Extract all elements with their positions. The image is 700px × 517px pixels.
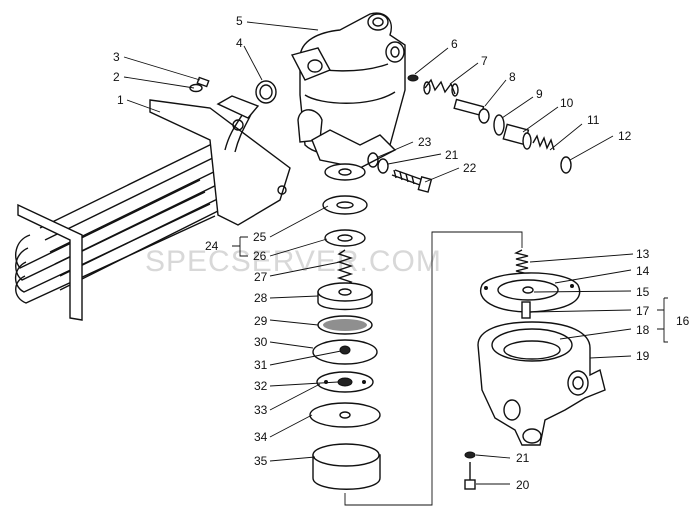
callout-31: 31 bbox=[254, 358, 268, 372]
callout-labels: 1 2 3 4 5 6 7 8 9 10 11 12 13 14 15 16 1… bbox=[113, 14, 690, 492]
callout-21-bottom: 21 bbox=[516, 451, 530, 465]
callout-24: 24 bbox=[205, 239, 219, 253]
circlip-12 bbox=[560, 156, 572, 174]
valve-seat-10 bbox=[502, 123, 532, 150]
bracket-hole bbox=[232, 119, 244, 131]
callout-25: 25 bbox=[253, 230, 267, 244]
washer-15 bbox=[522, 286, 534, 294]
ring-9 bbox=[493, 114, 505, 136]
disk-26 bbox=[324, 229, 366, 247]
nut-31 bbox=[339, 345, 351, 355]
callout-35: 35 bbox=[254, 454, 268, 468]
main-housing bbox=[290, 12, 406, 169]
callout-2: 2 bbox=[113, 70, 120, 84]
callout-30: 30 bbox=[254, 335, 268, 349]
felt-block-35 bbox=[312, 443, 381, 490]
callout-17: 17 bbox=[636, 304, 650, 318]
callout-22: 22 bbox=[463, 161, 477, 175]
washer bbox=[189, 83, 203, 93]
filter-cup-28 bbox=[317, 282, 373, 311]
callout-14: 14 bbox=[636, 264, 650, 278]
body-port-right bbox=[567, 370, 589, 396]
bolt-22 bbox=[391, 169, 433, 193]
screw-and-washer bbox=[189, 76, 210, 93]
housing-top-port bbox=[367, 13, 389, 31]
callout-1: 1 bbox=[117, 93, 124, 107]
callout-34: 34 bbox=[254, 430, 268, 444]
disk-25 bbox=[322, 195, 368, 215]
callout-19: 19 bbox=[636, 349, 650, 363]
plunger-8 bbox=[453, 98, 490, 124]
spring-27 bbox=[336, 249, 354, 287]
callout-12: 12 bbox=[618, 129, 632, 143]
callout-26: 26 bbox=[253, 249, 267, 263]
callout-8: 8 bbox=[509, 70, 516, 84]
callout-33: 33 bbox=[254, 403, 268, 417]
callout-23: 23 bbox=[418, 135, 432, 149]
ring-21 bbox=[377, 158, 389, 174]
callout-32: 32 bbox=[254, 379, 268, 393]
callout-10: 10 bbox=[560, 96, 574, 110]
bolt-20 bbox=[464, 462, 476, 490]
cooling-coil-assembly bbox=[14, 95, 291, 321]
coil-flange bbox=[216, 95, 260, 119]
callout-9: 9 bbox=[536, 87, 543, 101]
valve-train bbox=[407, 74, 572, 174]
callout-27: 27 bbox=[254, 270, 268, 284]
nut-21 bbox=[464, 451, 476, 459]
body-port-left bbox=[503, 399, 521, 421]
bushing-32 bbox=[337, 377, 353, 387]
spring-11 bbox=[532, 134, 555, 151]
body-port-bottom bbox=[522, 428, 542, 444]
callout-18: 18 bbox=[636, 323, 650, 337]
spring-13 bbox=[513, 249, 531, 278]
disk-stack bbox=[309, 163, 381, 490]
callout-3: 3 bbox=[113, 50, 120, 64]
small-nipple bbox=[407, 74, 419, 82]
rear-bracket bbox=[149, 99, 291, 226]
callout-16: 16 bbox=[676, 314, 690, 328]
leader-lines bbox=[123, 21, 668, 485]
callout-15: 15 bbox=[636, 285, 650, 299]
watermark: SPECSERVER.COM bbox=[145, 245, 442, 278]
stem-17 bbox=[521, 301, 531, 319]
callout-20: 20 bbox=[516, 478, 530, 492]
filter-mesh-29 bbox=[317, 315, 373, 335]
housing-inlet-flange bbox=[290, 47, 331, 81]
housing-base-flange bbox=[311, 129, 397, 169]
callout-13: 13 bbox=[636, 247, 650, 261]
front-bracket bbox=[17, 203, 83, 321]
callout-7: 7 bbox=[481, 54, 488, 68]
housing-side-port bbox=[385, 41, 405, 63]
callout-11: 11 bbox=[587, 113, 600, 127]
gasket-ring bbox=[255, 80, 277, 104]
callout-28: 28 bbox=[254, 291, 268, 305]
spring-7 bbox=[423, 78, 459, 97]
disk-34 bbox=[309, 402, 381, 428]
connector-bracket bbox=[344, 231, 523, 506]
bracket-hole bbox=[277, 185, 287, 195]
washer-23 bbox=[367, 152, 379, 168]
callout-29: 29 bbox=[254, 314, 268, 328]
callout-4: 4 bbox=[236, 36, 243, 50]
right-valve-assembly bbox=[464, 249, 606, 490]
callout-5: 5 bbox=[236, 14, 243, 28]
callout-21-top: 21 bbox=[445, 148, 459, 162]
screw bbox=[196, 76, 210, 88]
callout-6: 6 bbox=[451, 37, 458, 51]
